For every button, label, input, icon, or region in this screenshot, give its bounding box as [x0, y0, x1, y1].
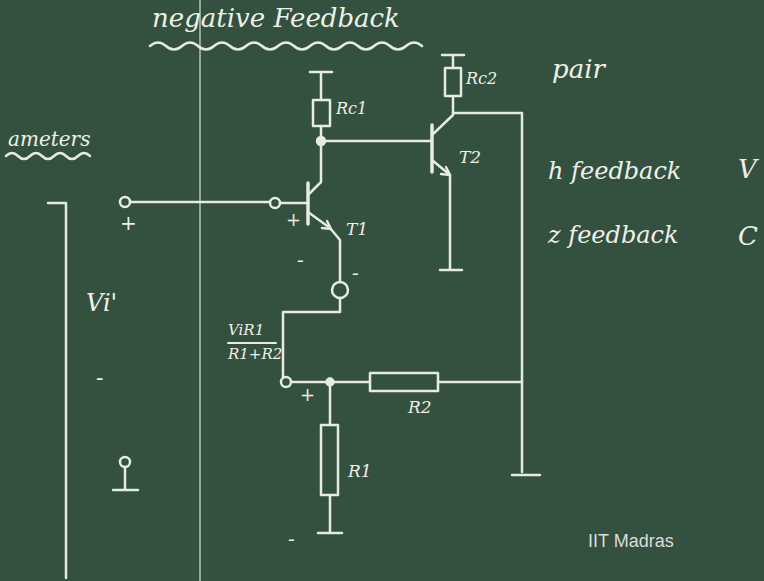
- board-divider: [199, 0, 201, 581]
- resistor-symbol: [370, 373, 438, 391]
- tap-terminal: [281, 377, 291, 387]
- voltage-label: ViR1: [228, 322, 264, 339]
- supply-symbol: [442, 55, 464, 68]
- emitter-arrow: [322, 221, 331, 229]
- polarity-sign: -: [96, 366, 103, 390]
- wavy-underline: [150, 43, 422, 50]
- resistor-label: R1: [348, 462, 372, 481]
- input-terminal: [120, 457, 130, 467]
- wavy-underline: [6, 153, 90, 159]
- board-title: negative Feedback: [152, 4, 400, 33]
- polarity-sign: +: [300, 385, 315, 405]
- junction-dot: [317, 137, 325, 145]
- resistor-symbol: [321, 425, 338, 495]
- heading-fragment: ameters: [8, 128, 90, 150]
- polarity-sign: -: [288, 528, 295, 550]
- source-symbol: [332, 282, 348, 298]
- resistor-symbol: [313, 100, 330, 126]
- note: pair: [552, 55, 605, 84]
- transistor-label: T2: [459, 148, 481, 167]
- polarity-sign: -: [297, 249, 304, 271]
- note: V: [738, 155, 757, 184]
- wire: [280, 202, 306, 205]
- polarity-sign: +: [286, 210, 301, 230]
- transistor-base: [430, 125, 434, 172]
- wire: [283, 298, 340, 377]
- resistor-label: Rc2: [466, 70, 497, 88]
- ground-symbol: [113, 467, 138, 490]
- wire: [438, 381, 522, 384]
- wire: [453, 113, 540, 475]
- watermark: IIT Madras: [588, 532, 674, 552]
- fraction-bar: [228, 342, 276, 344]
- polarity-sign: +: [120, 212, 137, 234]
- supply-symbol: [310, 72, 332, 100]
- resistor-symbol: [445, 68, 461, 96]
- wire: [321, 126, 430, 141]
- transistor-collector: [432, 96, 453, 135]
- voltage-label: Vi': [86, 290, 117, 316]
- note: z feedback: [548, 222, 679, 248]
- transistor-emitter: [432, 160, 462, 270]
- resistor-label: Rc1: [336, 100, 367, 118]
- bracket: [48, 203, 66, 578]
- emitter-arrow: [441, 167, 450, 175]
- note: h feedback: [548, 158, 681, 184]
- polarity-sign: -: [352, 262, 359, 284]
- input-terminal: [120, 197, 130, 207]
- transistor-collector: [308, 141, 321, 195]
- transistor-label: T1: [346, 220, 368, 239]
- ground-symbol: [318, 495, 342, 533]
- transistor-emitter: [308, 212, 340, 282]
- note: C: [738, 222, 758, 251]
- wire: [130, 201, 270, 204]
- resistor-label: R2: [408, 398, 432, 417]
- wire: [329, 382, 332, 425]
- voltage-label: R1+R2: [228, 346, 282, 363]
- base-terminal: [270, 198, 280, 208]
- transistor-base: [306, 183, 310, 224]
